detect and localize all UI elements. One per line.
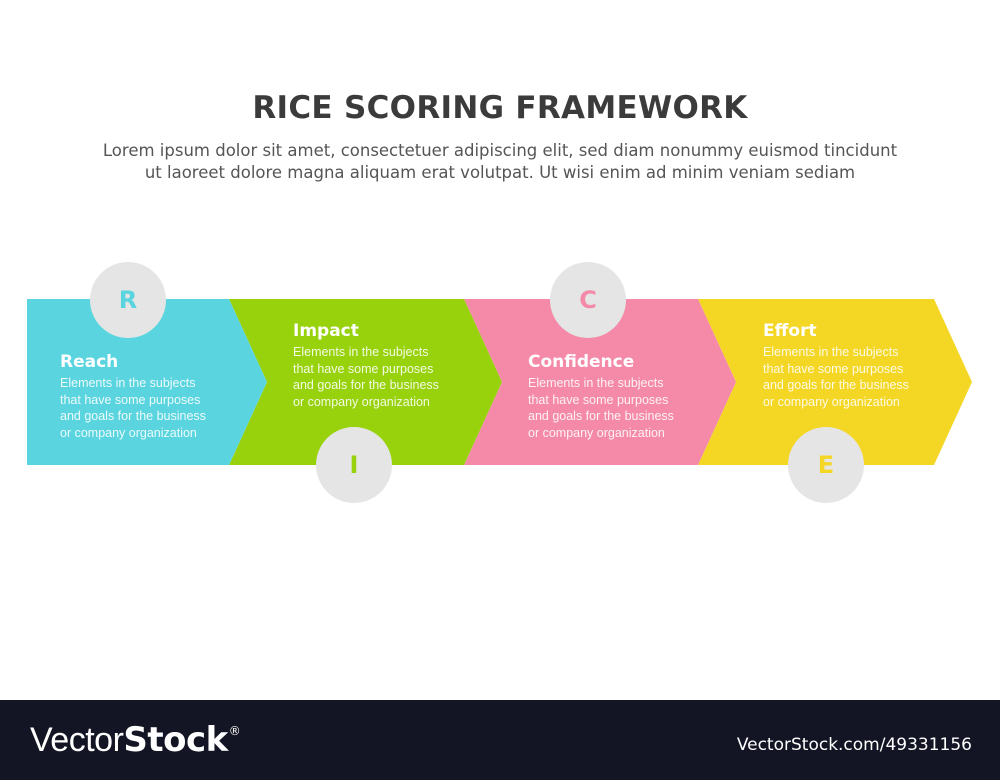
registered-mark-icon: ® <box>228 724 241 738</box>
desc-line: or company organization <box>293 394 430 409</box>
badge-letter: E <box>817 451 835 479</box>
letter-badge-e: E <box>788 427 864 503</box>
desc-line: that have some purposes <box>293 361 434 376</box>
arrow-segment-effort <box>698 299 972 465</box>
page-title: RICE SCORING FRAMEWORK <box>252 90 748 126</box>
rice-arrow-diagram: R Reach Elements in the subjects that ha… <box>27 262 972 503</box>
step-effort: Effort Elements in the subjects that hav… <box>763 320 963 410</box>
logo-bold-text: Stock <box>123 720 228 760</box>
step-description: Elements in the subjects that have some … <box>528 375 728 441</box>
desc-line: or company organization <box>60 425 197 440</box>
desc-line: and goals for the business <box>763 378 909 392</box>
desc-line: Elements in the subjects <box>293 345 429 359</box>
desc-line: and goals for the business <box>528 409 674 423</box>
step-title: Confidence <box>528 352 635 372</box>
step-reach: Reach Elements in the subjects that have… <box>60 351 260 441</box>
step-confidence: Confidence Elements in the subjects that… <box>528 351 728 441</box>
image-url: VectorStock.com/49331156 <box>736 735 972 755</box>
desc-line: or company organization <box>763 394 900 409</box>
subtitle-line: Lorem ipsum dolor sit amet, consectetuer… <box>102 141 898 160</box>
step-title: Impact <box>293 321 359 341</box>
step-description: Elements in the subjects that have some … <box>293 344 493 410</box>
page-subtitle: Lorem ipsum dolor sit amet, consectetuer… <box>0 140 1000 184</box>
arrow-segment-impact <box>229 299 502 465</box>
letter-badge-r: R <box>90 262 166 338</box>
step-title: Reach <box>60 352 119 372</box>
badge-letter: I <box>349 451 359 479</box>
badge-letter: R <box>118 286 138 314</box>
desc-line: Elements in the subjects <box>528 376 664 390</box>
desc-line: or company organization <box>528 425 665 440</box>
arrow-band <box>27 299 972 465</box>
watermark-footer: VectorStock® VectorStock.com/49331156 <box>0 700 1000 780</box>
step-title: Effort <box>763 321 817 341</box>
badge-letter: C <box>579 286 597 314</box>
letter-badge-c: C <box>550 262 626 338</box>
desc-line: Elements in the subjects <box>60 376 196 390</box>
desc-line: that have some purposes <box>60 392 201 407</box>
desc-line: and goals for the business <box>60 409 206 423</box>
arrow-segment-confidence <box>464 299 736 465</box>
arrow-segment-reach <box>27 299 267 465</box>
step-impact: Impact Elements in the subjects that hav… <box>293 320 493 410</box>
vectorstock-logo: VectorStock® <box>30 720 241 760</box>
logo-light-text: Vector <box>30 721 124 759</box>
desc-line: Elements in the subjects <box>763 345 899 359</box>
step-description: Elements in the subjects that have some … <box>763 344 963 410</box>
letter-badge-i: I <box>316 427 392 503</box>
desc-line: and goals for the business <box>293 378 439 392</box>
desc-line: that have some purposes <box>763 361 904 376</box>
desc-line: that have some purposes <box>528 392 669 407</box>
step-description: Elements in the subjects that have some … <box>60 375 260 441</box>
subtitle-line: ut laoreet dolore magna aliquam erat vol… <box>144 163 856 182</box>
